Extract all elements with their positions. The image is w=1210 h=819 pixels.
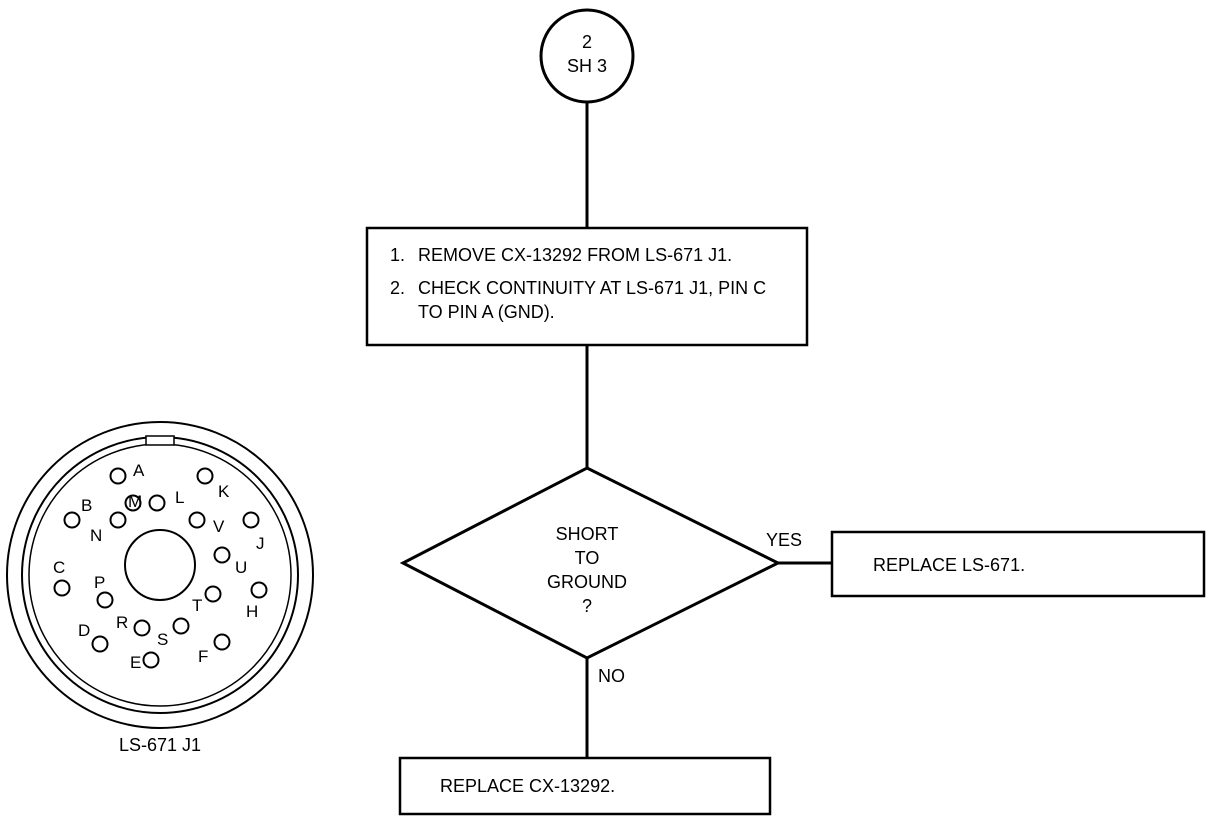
pin-s-hole: [172, 617, 190, 635]
off-page-connector: 2 SH 3: [539, 8, 635, 104]
pin-k-hole: [196, 467, 214, 485]
pin-n-hole: [109, 511, 127, 529]
decision-line2: TO: [575, 548, 600, 568]
pin-d-hole: [91, 635, 109, 653]
connector-caption: LS-671 J1: [119, 735, 201, 755]
connector-center-post: [124, 529, 196, 601]
pin-u-label: U: [235, 558, 247, 577]
pin-b-label: B: [81, 496, 92, 515]
no-action-frame: [398, 756, 772, 816]
step2-text-line2: TO PIN A (GND).: [418, 302, 555, 322]
yes-action-box: REPLACE LS-671.: [830, 530, 1206, 598]
pin-t-hole: [204, 585, 222, 603]
step2-number: 2.: [390, 278, 405, 298]
decision-shape: [399, 466, 782, 660]
pin-r-label: R: [116, 613, 128, 632]
no-branch-label: NO: [598, 666, 625, 686]
yes-action-text: REPLACE LS-671.: [873, 555, 1025, 575]
connector-key-notch: [145, 435, 175, 446]
connector-pins: A B C D E F H J K L M N P: [53, 461, 268, 672]
connector-ref-line1: 2: [582, 32, 592, 52]
pin-j-label: J: [256, 534, 265, 553]
pin-m-hole: [124, 494, 142, 512]
decision-line3: GROUND: [547, 572, 627, 592]
pin-h-label: H: [246, 602, 258, 621]
no-action-box: REPLACE CX-13292.: [398, 756, 772, 816]
connector-insert-ring: [28, 443, 292, 707]
pin-t-label: T: [192, 596, 202, 615]
decision-diamond: SHORT TO GROUND ?: [399, 466, 782, 660]
pin-m-label: M: [128, 492, 142, 511]
connector-outer-ring: [6, 421, 314, 729]
pin-a-label: A: [133, 461, 145, 480]
pin-c-hole: [53, 579, 71, 597]
pin-p-label: P: [94, 573, 105, 592]
step1-number: 1.: [390, 245, 405, 265]
pin-d-label: D: [78, 621, 90, 640]
pin-h-hole: [250, 581, 268, 599]
pin-f-hole: [213, 633, 231, 651]
pin-v-hole: [188, 511, 206, 529]
pin-s-label: S: [157, 630, 168, 649]
pin-j-hole: [242, 511, 260, 529]
connector-ref-line2: SH 3: [567, 56, 607, 76]
step1-text: REMOVE CX-13292 FROM LS-671 J1.: [418, 245, 732, 265]
no-action-text: REPLACE CX-13292.: [440, 776, 615, 796]
pin-e-hole: [142, 651, 160, 669]
pin-v-label: V: [213, 517, 225, 536]
pin-f-label: F: [198, 647, 208, 666]
pin-e-label: E: [130, 653, 141, 672]
pin-c-label: C: [53, 558, 65, 577]
pin-k-label: K: [218, 482, 230, 501]
yes-branch-label: YES: [766, 530, 802, 550]
pin-u-hole: [213, 546, 231, 564]
pin-l-label: L: [175, 488, 184, 507]
decision-line1: SHORT: [556, 524, 619, 544]
pin-a-hole: [109, 467, 127, 485]
connector-face-diagram: A B C D E F H J K L M N P: [6, 421, 314, 755]
pin-p-hole: [96, 591, 114, 609]
instruction-box: 1. REMOVE CX-13292 FROM LS-671 J1. 2. CH…: [365, 226, 809, 347]
pin-b-hole: [63, 511, 81, 529]
step2-text-line1: CHECK CONTINUITY AT LS-671 J1, PIN C: [418, 278, 766, 298]
pin-l-hole: [148, 494, 166, 512]
yes-action-frame: [830, 530, 1206, 598]
decision-line4: ?: [582, 596, 592, 616]
instruction-box-frame: [365, 226, 809, 347]
pin-n-label: N: [90, 526, 102, 545]
pin-r-hole: [133, 619, 151, 637]
